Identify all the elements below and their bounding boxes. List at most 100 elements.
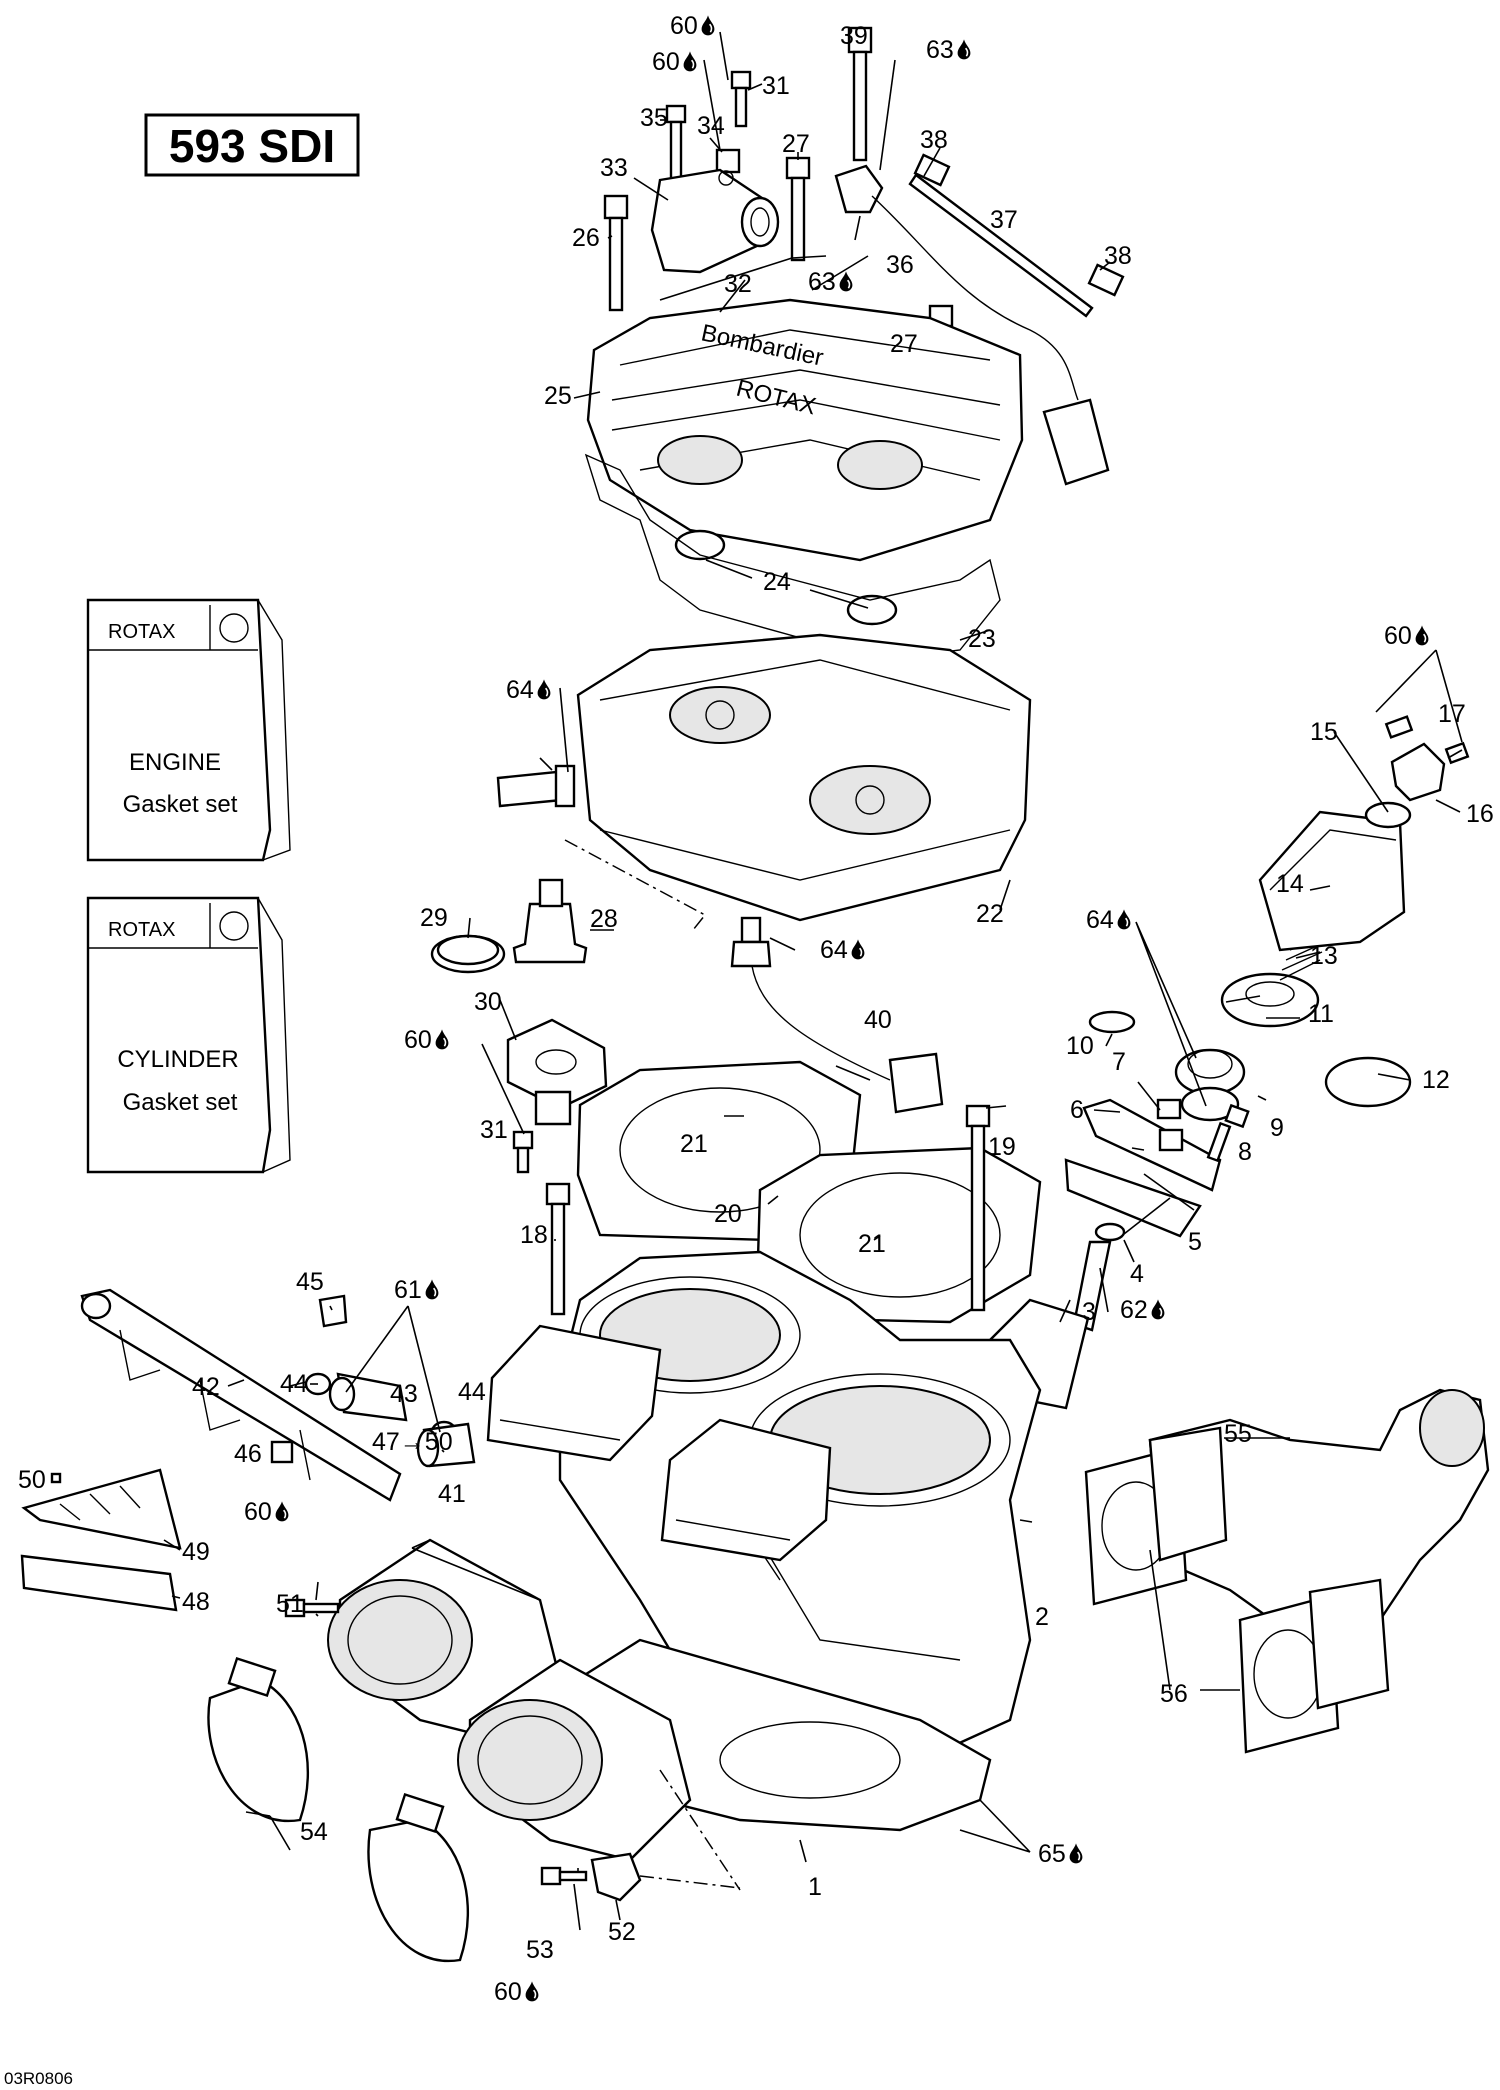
- lubricant-drop-icon: [838, 270, 854, 292]
- cylinder-head-cover-fasteners: [603, 26, 1125, 486]
- callout-29: 29: [420, 904, 448, 932]
- callout-9: 9: [1270, 1114, 1284, 1142]
- model-title-box: 593 SDI: [144, 113, 360, 177]
- callout-15: 15: [1310, 718, 1338, 746]
- lubricant-drop-icon: [682, 50, 698, 72]
- kit-subtitle: Gasket set: [123, 791, 238, 818]
- cylinder-head: [496, 633, 1032, 1114]
- callout-21: 21: [680, 1130, 708, 1158]
- kit-title: CYLINDER: [117, 1046, 238, 1073]
- callout-30: 30: [474, 988, 502, 1016]
- cylinder-studs: [545, 1104, 991, 1316]
- callout-24: 24: [763, 568, 791, 596]
- callout-27: 27: [782, 130, 810, 158]
- callout-31: 31: [480, 1116, 508, 1144]
- callout-42: 42: [192, 1373, 220, 1401]
- callout-46: 46: [234, 1440, 262, 1468]
- lubricant-callout-60: 60: [404, 1026, 450, 1054]
- callout-12: 12: [1422, 1066, 1450, 1094]
- callout-52: 52: [608, 1918, 636, 1946]
- lubricant-drop-icon: [536, 678, 552, 700]
- cylinder-head-gaskets: [576, 1060, 1042, 1324]
- lubricant-number: 61: [394, 1276, 422, 1304]
- callout-27: 27: [890, 330, 918, 358]
- lubricant-callout-64: 64: [1086, 906, 1132, 934]
- lubricant-number: 63: [926, 36, 954, 64]
- lubricant-drop-icon: [850, 938, 866, 960]
- callout-20: 20: [714, 1200, 742, 1228]
- lubricant-callout-60: 60: [494, 1978, 540, 2006]
- leader-lines: [163, 31, 1463, 1931]
- lubricant-callout-64: 64: [820, 936, 866, 964]
- lubricant-callout-62: 62: [1120, 1296, 1166, 1324]
- callout-19: 19: [988, 1133, 1016, 1161]
- callout-17: 17: [1438, 700, 1466, 728]
- callout-14: 14: [1276, 870, 1304, 898]
- lubricant-number: 60: [652, 48, 680, 76]
- lubricant-callout-65: 65: [1038, 1840, 1084, 1868]
- callout-11: 11: [1308, 1000, 1334, 1028]
- callout-7: 7: [1112, 1048, 1126, 1076]
- lubricant-number: 65: [1038, 1840, 1066, 1868]
- kit-brand: ROTAX: [108, 919, 175, 941]
- callout-10: 10: [1066, 1032, 1094, 1060]
- lubricant-number: 60: [404, 1026, 432, 1054]
- callout-40: 40: [864, 1006, 892, 1034]
- lubricant-drop-icon: [700, 14, 716, 36]
- callout-41: 41: [438, 1480, 466, 1508]
- callout-43: 43: [390, 1380, 418, 1408]
- callout-33: 33: [600, 154, 628, 182]
- lubricant-callout-63: 63: [808, 268, 854, 296]
- lubricant-callout-60: 60: [244, 1498, 290, 1526]
- callout-5: 5: [1188, 1228, 1202, 1256]
- lubricant-drop-icon: [274, 1500, 290, 1522]
- lubricant-drop-icon: [1068, 1842, 1084, 1864]
- callout-23: 23: [968, 625, 996, 653]
- callout-45: 45: [296, 1268, 324, 1296]
- intake-assembly: [20, 1324, 832, 1963]
- callout-13: 13: [1310, 942, 1338, 970]
- exhaust-valve-assembly: [968, 715, 1470, 1410]
- lubricant-callout-64: 64: [506, 676, 552, 704]
- lubricant-drop-icon: [1116, 908, 1132, 930]
- callout-2: 2: [1035, 1603, 1049, 1631]
- callout-55: 55: [1224, 1420, 1252, 1448]
- callout-26: 26: [572, 224, 600, 252]
- callout-18: 18: [520, 1221, 548, 1249]
- engine-gasket-set-booklet: ROTAX ENGINE Gasket set: [86, 598, 291, 862]
- fuel-rail-assembly: [80, 1288, 476, 1502]
- cylinder-gasket-set-booklet: ROTAX CYLINDER Gasket set: [86, 896, 291, 1174]
- lubricant-number: 60: [1384, 622, 1412, 650]
- thermostat-assembly: [430, 839, 707, 1174]
- callout-39: 39: [840, 22, 868, 50]
- callout-22: 22: [976, 900, 1004, 928]
- lubricant-number: 64: [506, 676, 534, 704]
- callout-31: 31: [762, 72, 790, 100]
- callout-25: 25: [544, 382, 572, 410]
- callout-28: 28: [590, 905, 618, 933]
- callout-8: 8: [1238, 1138, 1252, 1166]
- callout-36: 36: [886, 251, 914, 279]
- range-label: 47→50: [372, 1428, 453, 1456]
- callout-38: 38: [1104, 242, 1132, 270]
- lubricant-callout-60: 60: [1384, 622, 1430, 650]
- callout-48: 48: [182, 1588, 210, 1616]
- lubricant-drop-icon: [1150, 1298, 1166, 1320]
- callout-56: 56: [1160, 1680, 1188, 1708]
- lubricant-number: 63: [808, 268, 836, 296]
- lubricant-callout-60: 60: [652, 48, 698, 76]
- callout-32: 32: [724, 270, 752, 298]
- callout-16: 16: [1466, 800, 1494, 828]
- callout-35: 35: [640, 104, 668, 132]
- callout-51: 51: [276, 1590, 304, 1618]
- kit-brand: ROTAX: [108, 621, 175, 643]
- lubricant-number: 64: [820, 936, 848, 964]
- lubricant-drop-icon: [524, 1980, 540, 2002]
- exhaust-manifold: [1084, 1388, 1490, 1754]
- lubricant-callout-61: 61: [394, 1276, 440, 1304]
- callout-1: 1: [808, 1873, 822, 1901]
- lubricant-callout-63: 63: [926, 36, 972, 64]
- lubricant-drop-icon: [424, 1278, 440, 1300]
